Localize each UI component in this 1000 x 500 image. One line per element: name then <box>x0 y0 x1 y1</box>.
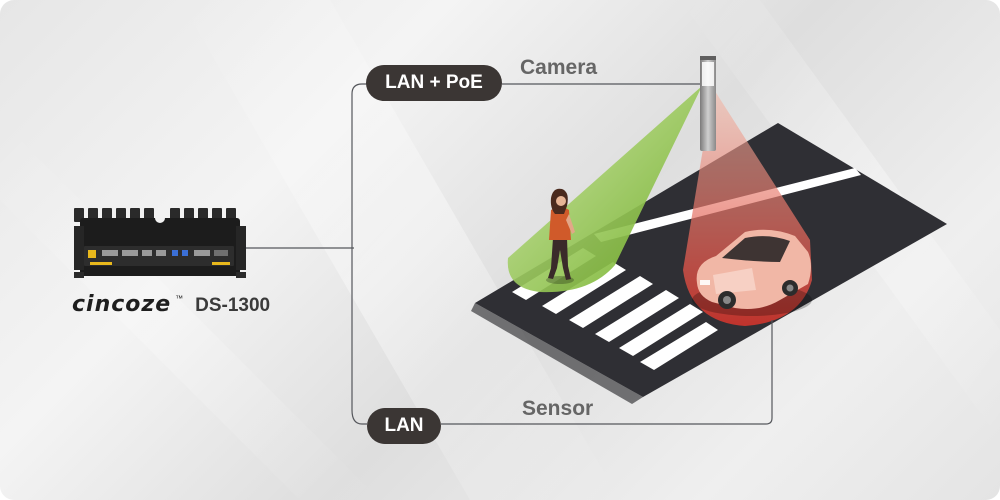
camera-pole <box>700 56 716 151</box>
car-icon <box>692 229 812 316</box>
industrial-computer-icon <box>74 208 246 278</box>
lan-badge: LAN <box>367 408 441 444</box>
lan-poe-badge: LAN + PoE <box>366 65 502 101</box>
network-cables <box>246 83 773 425</box>
computer-brand: cincoze ™ DS-1300 <box>72 292 270 318</box>
trademark-mark: ™ <box>175 294 184 303</box>
brand-logo: cincoze <box>72 292 172 317</box>
model-name: DS-1300 <box>195 295 271 316</box>
pedestrian-icon <box>546 188 575 284</box>
camera-label: Camera <box>520 56 598 79</box>
sensor-label: Sensor <box>522 397 594 420</box>
